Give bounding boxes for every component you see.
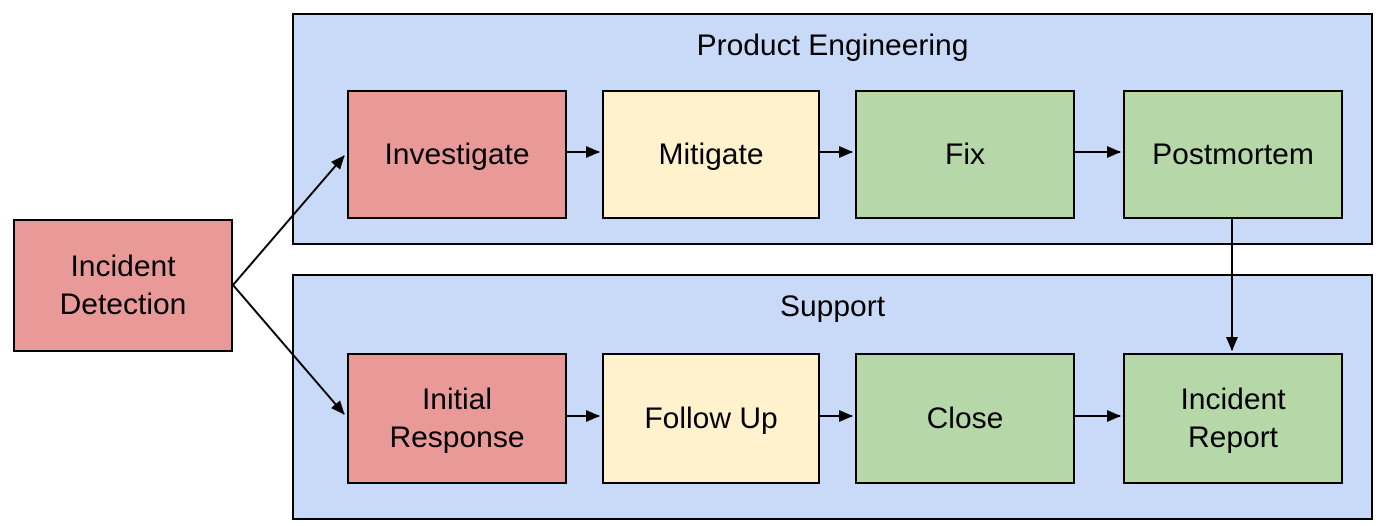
lane-product-engineering: Product Engineering Investigate Mitigate…	[292, 13, 1373, 245]
node-initial-response: Initial Response	[347, 353, 567, 484]
node-close-label: Close	[926, 401, 1004, 435]
node-follow-up: Follow Up	[602, 353, 820, 484]
lane-title-product-engineering: Product Engineering	[696, 29, 969, 62]
node-incident-detection-label: Incident Detection	[59, 249, 187, 321]
node-fix-label: Fix	[945, 137, 985, 171]
node-mitigate-label: Mitigate	[658, 137, 764, 171]
node-fix: Fix	[855, 90, 1075, 219]
lane-support: Support Initial Response Follow Up Close…	[292, 274, 1373, 520]
node-investigate-label: Investigate	[384, 137, 530, 171]
node-initial-response-label: Initial Response	[389, 382, 525, 454]
node-incident-report-label: Incident Report	[1180, 382, 1286, 454]
node-postmortem: Postmortem	[1123, 90, 1343, 219]
node-follow-up-label: Follow Up	[644, 401, 778, 435]
node-postmortem-label: Postmortem	[1152, 137, 1314, 171]
node-incident-report: Incident Report	[1123, 353, 1343, 484]
node-mitigate: Mitigate	[602, 90, 820, 219]
node-investigate: Investigate	[347, 90, 567, 219]
lane-title-support: Support	[779, 290, 886, 323]
node-close: Close	[855, 353, 1075, 484]
node-incident-detection: Incident Detection	[13, 219, 233, 352]
